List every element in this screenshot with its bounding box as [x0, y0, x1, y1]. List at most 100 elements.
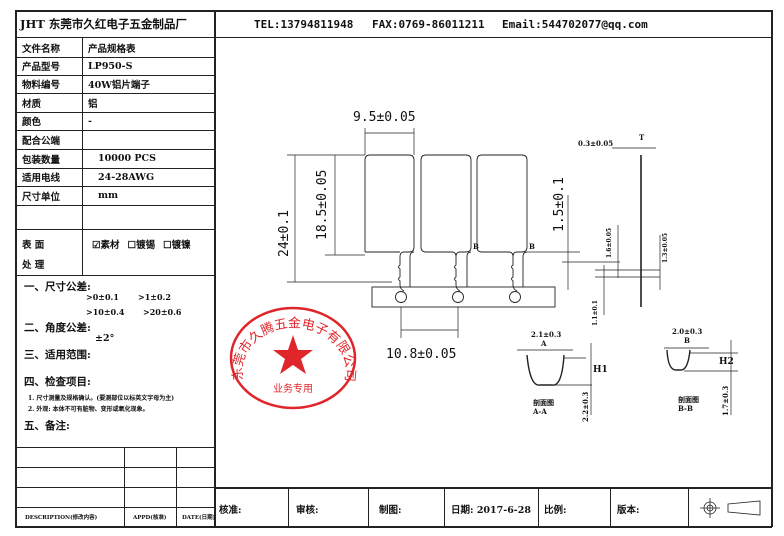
- option-nickel[interactable]: ☐镀镍: [163, 240, 191, 251]
- inspect-2: 2. 外观: 本体不可有脏物、变形或氧化现象。: [28, 406, 149, 413]
- plate-2: [409, 154, 472, 292]
- spec-row-line: [15, 186, 215, 187]
- title-block-divider: [214, 487, 772, 489]
- spec-value: LP950-S: [88, 60, 133, 72]
- notes-top: [15, 275, 215, 276]
- surface-options: ☑素材 ☐镀锡 ☐镀镍: [84, 236, 191, 252]
- carrier-strip: [371, 286, 556, 308]
- section-b-letter: B: [684, 336, 690, 345]
- tol-title: 一、尺寸公差:: [24, 281, 91, 293]
- dim-plate-height: 18.5±0.05: [315, 169, 330, 240]
- rev-col-1: [124, 447, 125, 527]
- outer-border-bottom: [15, 526, 772, 528]
- outer-border-left: [15, 10, 17, 527]
- section-a-name: A-A: [533, 407, 547, 416]
- dim-thickness: 0.3±0.05: [578, 139, 614, 148]
- spec-value: 24-28AWG: [98, 171, 155, 183]
- rev-line-3: [15, 487, 215, 488]
- marker-b: B: [529, 242, 535, 251]
- checkbox-icon[interactable]: ☐: [127, 240, 137, 251]
- scope-title: 三、适用范围:: [24, 349, 91, 361]
- spec-value: mm: [98, 190, 119, 201]
- spec-label: 物料编号: [22, 80, 61, 91]
- dim-neck: 1.5±0.1: [552, 177, 567, 232]
- drawn-label: 制图:: [379, 505, 402, 516]
- surface-label-1: 表 面: [22, 240, 45, 251]
- dim-thickness-label: T: [639, 133, 645, 142]
- plate-1: [364, 154, 415, 292]
- spec-row-line: [15, 205, 215, 206]
- section-b-h: H2: [719, 357, 734, 367]
- spec-label: 颜色: [22, 117, 42, 128]
- header-fax: FAX:0769-86011211: [372, 17, 485, 31]
- checkbox-icon[interactable]: ☐: [163, 240, 172, 251]
- section-a-title: 剖面图: [533, 398, 554, 407]
- rev-line-4: [15, 507, 215, 508]
- tb-col: [368, 487, 369, 527]
- spec-value: 40W铝片端子: [88, 80, 150, 91]
- rev-col-2: [176, 447, 177, 527]
- marker-b: B: [473, 242, 479, 251]
- spec-row-line: [15, 130, 215, 131]
- spec-label: 适用电线: [22, 173, 61, 184]
- spec-label: 包装数量: [22, 154, 61, 166]
- rev-appd: APPD(核准): [133, 515, 167, 521]
- dim-width: 9.5±0.05: [353, 110, 416, 125]
- angle-value: ±2°: [95, 333, 115, 344]
- rev-line-2: [15, 467, 215, 468]
- section-a-depth: 2.2±0.3: [581, 391, 590, 422]
- pilot-hole: [509, 291, 521, 303]
- dim-d2: 1.3±0.05: [662, 232, 669, 263]
- tol-1: >0±0.1: [86, 292, 119, 302]
- spec-label: 配合公端: [22, 135, 61, 147]
- approve-label: 核准:: [219, 505, 242, 516]
- spec-row-line: [15, 168, 215, 169]
- pilot-hole: [395, 291, 407, 303]
- review-label: 审核:: [296, 505, 319, 516]
- spec-label: 尺寸单位: [22, 191, 61, 203]
- remark-title: 五、备注:: [24, 420, 70, 432]
- dim-pitch: 10.8±0.05: [386, 347, 457, 362]
- version-label: 版本:: [617, 505, 640, 516]
- left-panel-divider: [214, 10, 216, 527]
- tb-col: [610, 487, 611, 527]
- tb-col: [688, 487, 689, 527]
- inspect-1: 1. 尺寸测量及规格确认。(要测部位以标英文字母为主): [28, 395, 175, 402]
- rev-line-1: [15, 447, 215, 448]
- header-email: Email:544702077@qq.com: [502, 17, 648, 31]
- pilot-hole: [452, 291, 464, 303]
- angle-title: 二、角度公差:: [24, 322, 91, 334]
- checkbox-checked-icon[interactable]: ☑: [92, 240, 101, 251]
- company-stamp: 东莞市久腾五金电子有限公司 业务专用: [229, 306, 357, 410]
- projection-symbol: [700, 498, 761, 518]
- outer-border-right: [771, 10, 773, 527]
- spec-row-line: [15, 229, 215, 230]
- spec-row-line: [15, 57, 215, 58]
- dim-d3: 1.1±0.1: [592, 300, 599, 326]
- spec-value: 产品规格表: [88, 43, 136, 55]
- spec-col-divider: [82, 38, 83, 275]
- spec-value: 铝: [88, 98, 98, 110]
- tol-3: >10±0.4: [86, 307, 125, 317]
- tb-col: [538, 487, 539, 527]
- spec-label: 材质: [22, 98, 42, 110]
- option-tin[interactable]: ☐镀锡: [127, 240, 156, 251]
- stamp-sub: 业务专用: [273, 382, 313, 395]
- tb-col: [444, 487, 445, 527]
- spec-row-line: [15, 112, 215, 113]
- spec-row-line: [15, 93, 215, 94]
- tol-4: >20±0.6: [143, 307, 182, 317]
- company-name: JHT 东莞市久红电子五金制品厂: [20, 17, 187, 31]
- section-b-name: B-B: [678, 404, 693, 413]
- rev-date: DATE(日期): [182, 515, 216, 521]
- option-plain[interactable]: ☑素材: [92, 240, 120, 251]
- spec-value: -: [88, 115, 92, 127]
- spec-value: 10000 PCS: [98, 153, 156, 164]
- date-label: 日期: 2017-6-28: [451, 505, 531, 516]
- dimension-lines: [287, 128, 738, 415]
- section-b-title: 剖面图: [678, 395, 699, 404]
- terminal-plates: [364, 154, 556, 308]
- spec-row-line: [15, 149, 215, 150]
- outer-border-top: [15, 10, 772, 12]
